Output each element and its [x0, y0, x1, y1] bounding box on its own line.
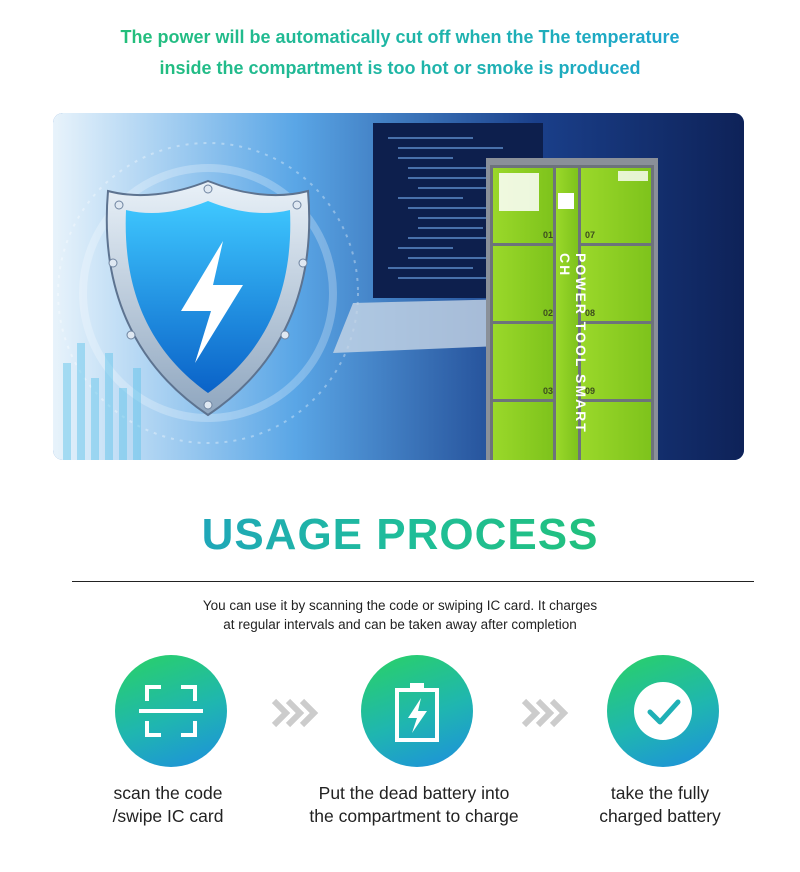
step-2-label: Put the dead battery into the compartmen…	[282, 782, 546, 828]
divider	[72, 581, 754, 582]
usage-description: You can use it by scanning the code or s…	[0, 596, 800, 634]
step-2-label-line-2: the compartment to charge	[309, 806, 519, 826]
locker-label: POWER TOOL SMART CH	[557, 253, 589, 434]
chevron-right-icon	[271, 698, 319, 728]
step-1-label: scan the code /swipe IC card	[66, 782, 270, 828]
step-1-label-line-2: /swipe IC card	[112, 806, 224, 826]
cell-number: 09	[585, 386, 596, 396]
step-3-label-line-2: charged battery	[599, 806, 721, 826]
step-3-label: take the fully charged battery	[568, 782, 752, 828]
step-2-circle	[361, 655, 473, 767]
cell-number: 02	[543, 308, 554, 318]
usage-description-line-1: You can use it by scanning the code or s…	[202, 598, 598, 613]
hero-illustration	[53, 113, 744, 460]
hero-image: POWER TOOL SMART CH 01 02 03 07 08 09	[53, 113, 744, 460]
step-3-label-line-1: take the fully	[610, 783, 710, 803]
headline-line-1: The power will be automatically cut off …	[120, 27, 680, 47]
step-1-label-line-1: scan the code	[113, 783, 223, 803]
step-1-circle	[115, 655, 227, 767]
battery-charge-icon	[395, 683, 439, 742]
usage-title: USAGE PROCESS	[0, 510, 800, 560]
headline: The power will be automatically cut off …	[0, 22, 800, 84]
cell-number: 01	[543, 230, 554, 240]
headline-line-2: inside the compartment is too hot or smo…	[159, 58, 641, 78]
step-2-label-line-1: Put the dead battery into	[318, 783, 510, 803]
checkmark-icon	[634, 682, 692, 740]
scan-frame-icon	[139, 685, 203, 737]
chevron-right-icon	[521, 698, 569, 728]
usage-description-line-2: at regular intervals and can be taken aw…	[223, 617, 577, 632]
cell-number: 07	[585, 230, 596, 240]
cell-number: 03	[543, 386, 554, 396]
lightning-icon	[181, 241, 243, 363]
step-3-circle	[607, 655, 719, 767]
cell-number: 08	[585, 308, 596, 318]
